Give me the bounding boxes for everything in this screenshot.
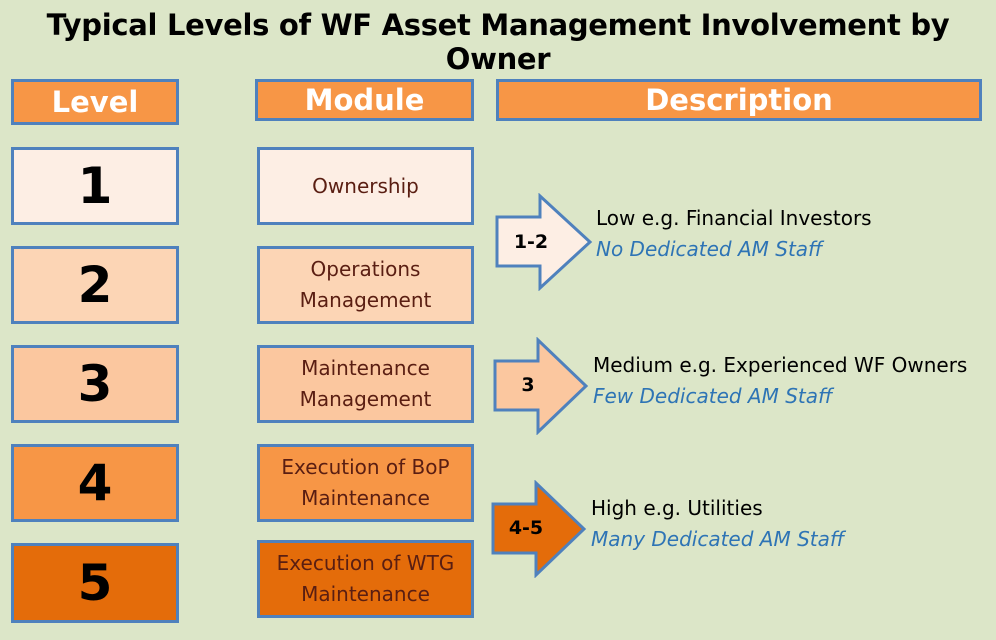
module-box-execution-wtg: Execution of WTG Maintenance [257, 540, 474, 618]
level-box-3: 3 [11, 345, 179, 423]
module-line: Execution of WTG [276, 551, 455, 575]
description-sub: Few Dedicated AM Staff [593, 384, 833, 408]
arrow-3-icon [493, 337, 589, 435]
level-number: 1 [77, 157, 113, 215]
description-main: High e.g. Utilities [591, 496, 763, 520]
module-line: Management [299, 288, 432, 312]
level-box-4: 4 [11, 444, 179, 522]
description-main: Medium e.g. Experienced WF Owners [593, 353, 968, 377]
module-line: Maintenance [301, 582, 430, 606]
header-description: Description [496, 79, 982, 121]
arrow-1-2-icon [495, 193, 593, 291]
description-sub: No Dedicated AM Staff [596, 237, 823, 261]
page-title: Typical Levels of WF Asset Management In… [46, 8, 950, 76]
module-box-maintenance-management: Maintenance Management [257, 345, 474, 423]
arrow-4-5-icon [491, 480, 587, 578]
arrow-label: 3 [521, 374, 535, 396]
level-number: 5 [77, 554, 113, 612]
header-module: Module [255, 79, 474, 121]
description-main: Low e.g. Financial Investors [596, 206, 872, 230]
module-box-operations-management: Operations Management [257, 246, 474, 324]
module-line: Management [299, 387, 432, 411]
level-box-2: 2 [11, 246, 179, 324]
module-box-ownership: Ownership [257, 147, 474, 225]
level-box-5: 5 [11, 543, 179, 623]
description-sub: Many Dedicated AM Staff [591, 527, 845, 551]
module-line: Execution of BoP [281, 455, 450, 479]
module-line: Operations [310, 257, 421, 281]
level-number: 4 [77, 454, 113, 512]
module-box-execution-bop: Execution of BoP Maintenance [257, 444, 474, 522]
arrow-label: 1-2 [513, 231, 549, 253]
arrow-label: 4-5 [508, 517, 544, 539]
module-line: Maintenance [301, 486, 430, 510]
module-line: Ownership [312, 173, 419, 198]
level-box-1: 1 [11, 147, 179, 225]
header-level: Level [11, 79, 179, 125]
level-number: 3 [77, 355, 113, 413]
module-line: Maintenance [301, 356, 430, 380]
level-number: 2 [77, 256, 113, 314]
